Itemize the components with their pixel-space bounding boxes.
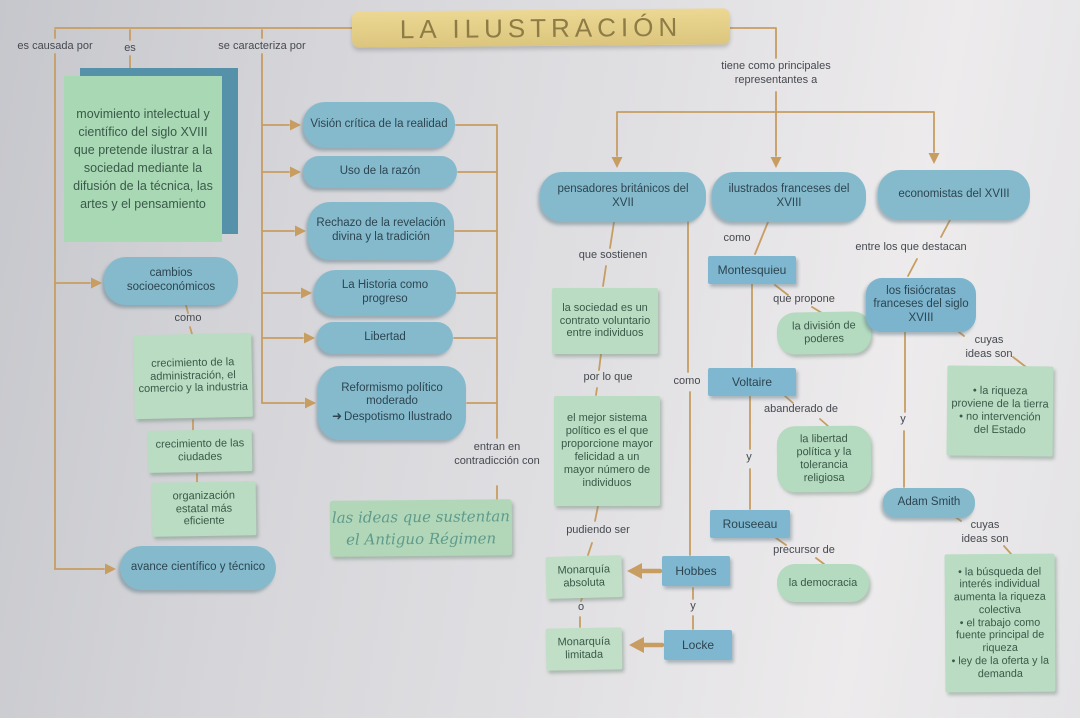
label-contradiccion: entran en contradicción con bbox=[454, 441, 540, 467]
node-mejor-sistema: el mejor sistema político es el que prop… bbox=[554, 396, 660, 506]
label-cuyas-ideas-1: cuyas ideas son bbox=[965, 334, 1013, 360]
characteristic-historia-progreso: La Historia como progreso bbox=[314, 270, 456, 316]
label-o: o bbox=[577, 601, 585, 613]
label-precursor-de: precursor de bbox=[773, 544, 835, 556]
node-democracia: la democracia bbox=[777, 564, 869, 602]
characteristic-reformismo: Reformismo político moderado ➜Despotismo… bbox=[318, 366, 466, 440]
group-pensadores-britanicos: pensadores británicos del XVII bbox=[540, 172, 706, 222]
label-que-sostienen: que sostienen bbox=[578, 249, 648, 261]
node-voltaire: Voltaire bbox=[708, 368, 796, 396]
label-por-lo-que: por lo que bbox=[583, 371, 633, 383]
group-economistas: economistas del XVIII bbox=[878, 170, 1030, 220]
label-pudiendo-ser: pudiendo ser bbox=[566, 524, 630, 536]
label-como-franceses: como bbox=[723, 232, 751, 244]
definition-box: movimiento intelectual y científico del … bbox=[64, 76, 222, 242]
reformismo-line1: Reformismo político moderado bbox=[341, 381, 443, 408]
label-como-causas: como bbox=[174, 312, 202, 324]
node-contrato-voluntario: la sociedad es un contrato voluntario en… bbox=[552, 288, 658, 354]
label-y-franceses: y bbox=[746, 451, 752, 463]
label-como-britanicos: como bbox=[673, 375, 701, 387]
characteristic-vision-critica: Visión crítica de la realidad bbox=[303, 102, 455, 148]
label-representantes: tiene como principales representantes a bbox=[721, 60, 831, 86]
node-ideas-smith: • la búsqueda del interés individual aum… bbox=[944, 553, 1056, 693]
node-fisiocratas: los fisiócratas franceses del siglo XVII… bbox=[866, 278, 976, 332]
cause-box-organizacion: organización estatal más eficiente bbox=[151, 481, 257, 537]
node-hobbes: Hobbes bbox=[662, 556, 730, 586]
label-es-causada-por: es causada por bbox=[17, 40, 93, 52]
reformismo-line2: ➜Despotismo Ilustrado bbox=[332, 409, 452, 425]
group-ilustrados-franceses: ilustrados franceses del XVIII bbox=[712, 172, 866, 222]
node-cambios-socioeconomicos: cambios socioeconómicos bbox=[104, 257, 238, 305]
label-y-economistas: y bbox=[900, 413, 906, 425]
node-montesquieu: Montesquieu bbox=[708, 256, 796, 284]
node-monarquia-limitada: Monarquía limitada bbox=[545, 627, 623, 671]
label-y-britanicos: y bbox=[690, 600, 696, 612]
node-monarquia-absoluta: Monarquía absoluta bbox=[545, 555, 623, 599]
label-entre-destacan: entre los que destacan bbox=[855, 241, 967, 253]
label-que-propone: que propone bbox=[773, 293, 835, 305]
cause-box-administracion: crecimiento de la administración, el com… bbox=[133, 332, 253, 420]
characteristic-rechazo-revelacion: Rechazo de la revelación divina y la tra… bbox=[308, 202, 454, 260]
characteristic-uso-razon: Uso de la razón bbox=[303, 156, 457, 188]
despotismo-text: Despotismo Ilustrado bbox=[344, 410, 453, 423]
node-libertad-tolerancia: la libertad política y la tolerancia rel… bbox=[776, 425, 872, 493]
node-avance-cientifico: avance científico y técnico bbox=[120, 546, 276, 590]
node-locke: Locke bbox=[664, 630, 732, 660]
arrow-right-icon: ➜ bbox=[331, 408, 343, 423]
node-rousseau: Rouseeau bbox=[710, 510, 790, 538]
label-cuyas-ideas-2: cuyas ideas son bbox=[961, 519, 1009, 545]
characteristic-libertad: Libertad bbox=[317, 322, 453, 354]
node-ideas-fisiocratas: • la riqueza proviene de la tierra • no … bbox=[946, 365, 1054, 457]
cause-box-ciudades: crecimiento de las ciudades bbox=[147, 429, 253, 473]
label-se-caracteriza-por: se caracteriza por bbox=[218, 40, 306, 52]
node-antiguo-regimen: las ideas que sustentan el Antiguo Régim… bbox=[329, 499, 513, 557]
label-es: es bbox=[124, 42, 136, 54]
node-division-poderes: la división de poderes bbox=[776, 311, 872, 355]
map-title: LA ILUSTRACIÓN bbox=[351, 8, 731, 48]
label-abanderado-de: abanderado de bbox=[763, 403, 838, 415]
node-adam-smith: Adam Smith bbox=[883, 488, 975, 518]
